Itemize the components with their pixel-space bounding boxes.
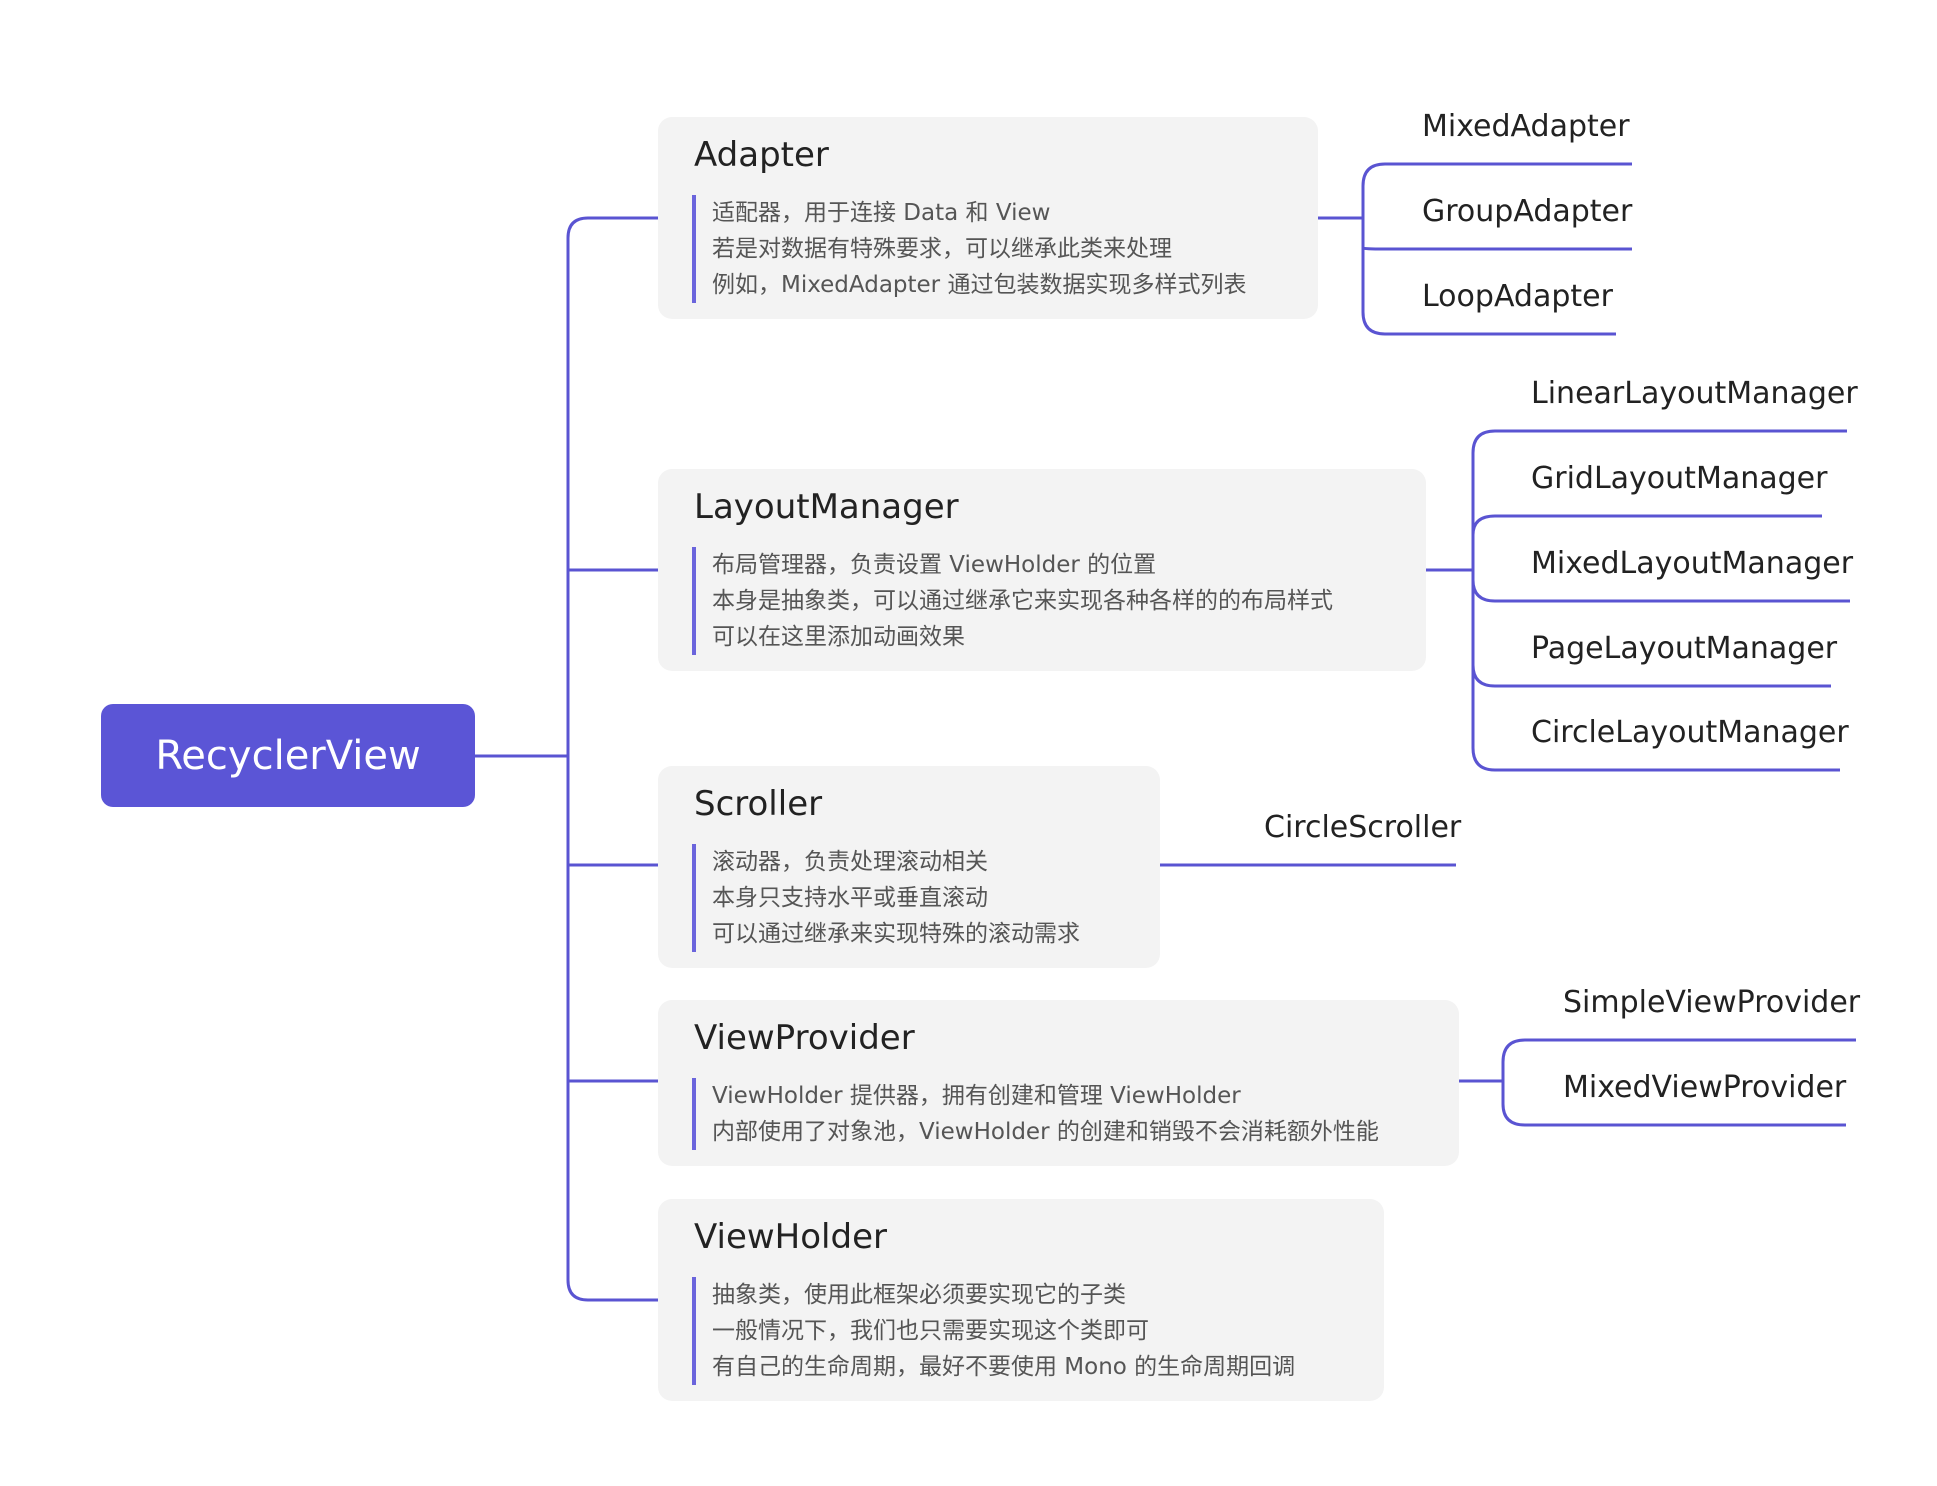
leaf-node[interactable]: GridLayoutManager (1531, 461, 1828, 496)
leaf-node[interactable]: CircleScroller (1264, 810, 1462, 845)
note-line: 抽象类，使用此框架必须要实现它的子类 (712, 1282, 1126, 1308)
branch-title: ViewProvider (694, 1018, 915, 1058)
note-line: 内部使用了对象池，ViewHolder 的创建和销毁不会消耗额外性能 (712, 1119, 1379, 1145)
leaf-node[interactable]: MixedAdapter (1422, 109, 1630, 144)
branch-title: LayoutManager (694, 487, 959, 527)
branch-title: Adapter (694, 135, 829, 175)
branch-adapter[interactable]: Adapter 适配器，用于连接 Data 和 View 若是对数据有特殊要求，… (658, 117, 1318, 319)
note-line: 本身只支持水平或垂直滚动 (712, 885, 988, 911)
branch-note: 适配器，用于连接 Data 和 View 若是对数据有特殊要求，可以继承此类来处… (692, 195, 1246, 303)
branch-note: 抽象类，使用此框架必须要实现它的子类 一般情况下，我们也只需要实现这个类即可 有… (692, 1277, 1295, 1385)
branch-note: ViewHolder 提供器，拥有创建和管理 ViewHolder 内部使用了对… (692, 1078, 1379, 1150)
note-line: 有自己的生命周期，最好不要使用 Mono 的生命周期回调 (712, 1354, 1296, 1380)
note-line: 滚动器，负责处理滚动相关 (712, 849, 988, 875)
note-line: 一般情况下，我们也只需要实现这个类即可 (712, 1318, 1149, 1344)
branch-note: 滚动器，负责处理滚动相关 本身只支持水平或垂直滚动 可以通过继承来实现特殊的滚动… (692, 844, 1080, 952)
leaf-node[interactable]: MixedLayoutManager (1531, 546, 1854, 581)
branch-scroller[interactable]: Scroller 滚动器，负责处理滚动相关 本身只支持水平或垂直滚动 可以通过继… (658, 766, 1160, 968)
note-line: 若是对数据有特殊要求，可以继承此类来处理 (712, 236, 1172, 262)
leaf-node[interactable]: PageLayoutManager (1531, 631, 1838, 666)
leaf-node[interactable]: SimpleViewProvider (1563, 985, 1861, 1020)
leaf-node[interactable]: MixedViewProvider (1563, 1070, 1847, 1105)
root-node[interactable]: RecyclerView (101, 704, 475, 807)
note-line: 适配器，用于连接 Data 和 View (712, 200, 1051, 226)
note-line: 可以通过继承来实现特殊的滚动需求 (712, 921, 1080, 947)
leaf-node[interactable]: CircleLayoutManager (1531, 715, 1849, 750)
leaf-node[interactable]: LoopAdapter (1422, 279, 1613, 314)
root-label: RecyclerView (155, 732, 421, 779)
branch-layoutmanager[interactable]: LayoutManager 布局管理器，负责设置 ViewHolder 的位置 … (658, 469, 1426, 671)
note-line: 本身是抽象类，可以通过继承它来实现各种各样的的布局样式 (712, 588, 1333, 614)
note-line: ViewHolder 提供器，拥有创建和管理 ViewHolder (712, 1083, 1241, 1109)
branch-note: 布局管理器，负责设置 ViewHolder 的位置 本身是抽象类，可以通过继承它… (692, 547, 1333, 655)
branch-title: Scroller (694, 784, 823, 824)
branch-viewprovider[interactable]: ViewProvider ViewHolder 提供器，拥有创建和管理 View… (658, 1000, 1459, 1166)
branch-title: ViewHolder (694, 1217, 887, 1257)
note-line: 可以在这里添加动画效果 (712, 624, 965, 650)
note-line: 布局管理器，负责设置 ViewHolder 的位置 (712, 552, 1157, 578)
leaf-node[interactable]: LinearLayoutManager (1531, 376, 1858, 411)
note-line: 例如，MixedAdapter 通过包装数据实现多样式列表 (712, 272, 1247, 298)
leaf-node[interactable]: GroupAdapter (1422, 194, 1633, 229)
branch-viewholder[interactable]: ViewHolder 抽象类，使用此框架必须要实现它的子类 一般情况下，我们也只… (658, 1199, 1384, 1401)
